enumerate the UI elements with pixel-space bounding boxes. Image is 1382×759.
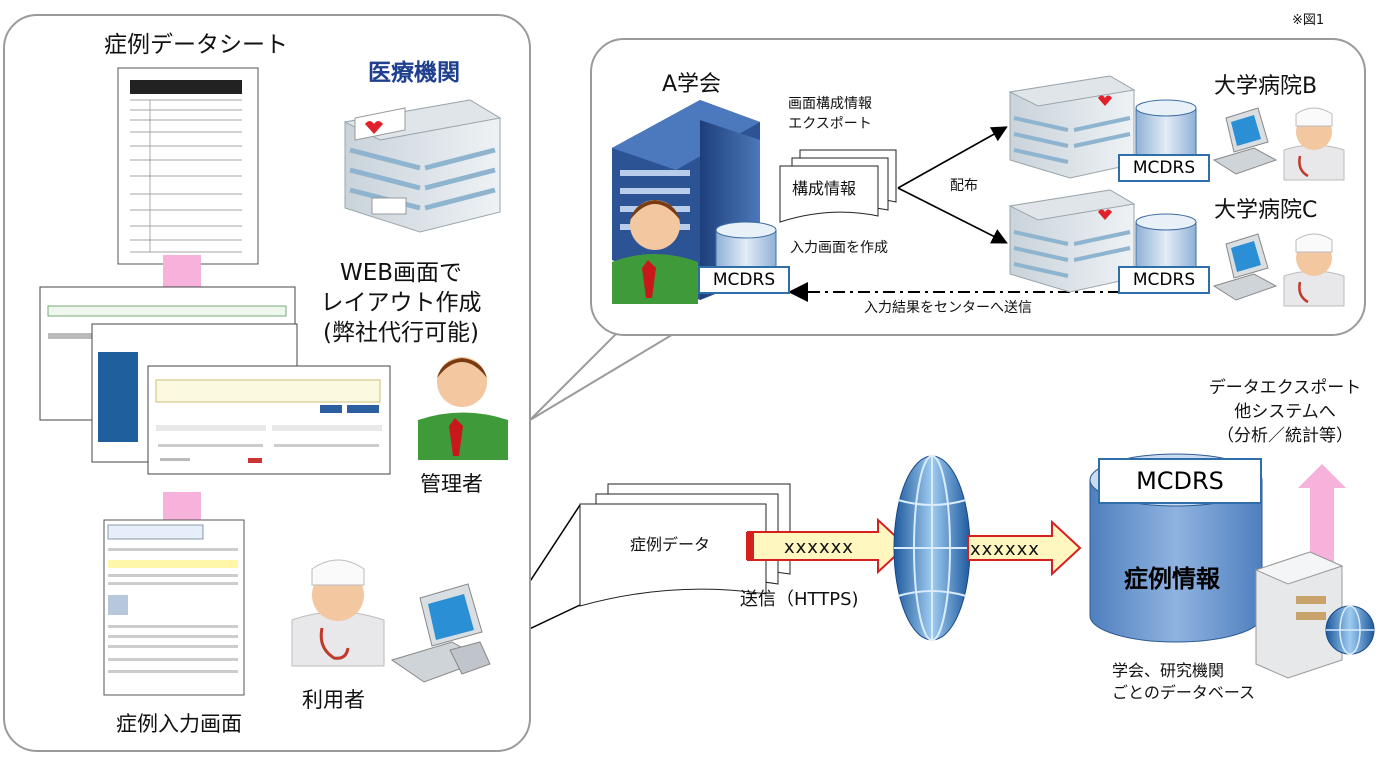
data-sheet-title: 症例データシート [104, 32, 288, 58]
data-export-caption: データエクスポート 他システムへ （分析／統計等） [1208, 378, 1362, 446]
server-icon [1254, 551, 1344, 679]
society-admin-person-icon [612, 200, 698, 304]
web-layout-screens [39, 286, 391, 475]
distribute-arrow-c [897, 187, 1008, 244]
hospital-building-icon [343, 99, 502, 233]
send-https-label: 送信（HTTPS) [740, 589, 859, 610]
mcdrs-b-box: MCDRS [1118, 154, 1210, 182]
packet-arrow-1 [746, 517, 908, 575]
input-screen-doc [103, 519, 245, 696]
distribute-label: 配布 [950, 178, 978, 194]
mcdrs-c-box: MCDRS [1118, 266, 1210, 294]
hospital-b-label: 大学病院B [1214, 74, 1318, 99]
hospital-c-building-icon [1008, 189, 1136, 293]
create-input-label: 入力画面を作成 [790, 240, 888, 256]
data-sheet-doc [117, 67, 259, 265]
pink-up-arrow [1298, 464, 1346, 580]
packet-2-label: xxxxxx [970, 539, 1040, 560]
case-data-label: 症例データ [630, 535, 711, 554]
facility-title: 医療機関 [368, 60, 460, 86]
admin-label: 管理者 [420, 472, 483, 496]
small-globe-icon [1325, 605, 1375, 655]
case-info-label: 症例情報 [1124, 565, 1220, 593]
user-doctor-icon [291, 559, 385, 667]
db-caption: 学会、研究機関 ごとのデータベース [1112, 661, 1256, 702]
case-data-doc-stack [579, 483, 791, 607]
export-label: 画面構成情報 エクスポート [788, 96, 872, 132]
hospital-b-doctor-icon [1283, 107, 1345, 181]
send-result-label: 入力結果をセンターへ送信 [864, 300, 1032, 316]
packet-1-label: xxxxxx [784, 537, 854, 558]
user-label: 利用者 [302, 688, 365, 712]
hospital-c-doctor-icon [1283, 233, 1345, 307]
hospital-c-label: 大学病院C [1214, 198, 1318, 223]
globe-icon [893, 455, 971, 641]
config-info-doc-stack [779, 149, 897, 223]
mcdrs-a-cylinder [715, 221, 777, 279]
hospital-c-computer-icon [1212, 233, 1278, 301]
distribute-arrow-b [897, 126, 1008, 189]
hospital-b-building-icon [1008, 75, 1136, 179]
computer-icon [390, 583, 491, 683]
administrator-person-icon [418, 357, 508, 460]
web-layout-caption: WEB画面で レイアウト作成 (弊社代行可能) [320, 260, 482, 346]
hospital-b-computer-icon [1212, 107, 1278, 175]
input-screen-label: 症例入力画面 [116, 712, 242, 736]
society-label: A学会 [662, 72, 722, 97]
packet-arrow-2 [967, 519, 1082, 577]
mcdrs-db-box: MCDRS [1098, 458, 1262, 504]
mcdrs-a-box: MCDRS [698, 266, 790, 294]
figure-note: ※図1 [1292, 13, 1325, 28]
config-info-label: 構成情報 [792, 179, 857, 198]
